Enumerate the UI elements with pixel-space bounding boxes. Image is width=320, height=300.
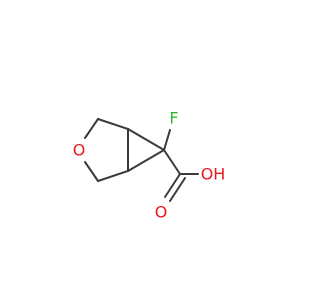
bond-c1-c2 [97,118,129,130]
bond-o3-c4 [84,161,99,182]
atom-label-oh: OH [201,165,226,184]
atom-label-o-carbonyl: O [155,203,168,222]
atom-label-o-ring: O [73,141,86,160]
bond-cacid-ocarbonyl-1 [164,173,181,198]
bond-c1-c6 [127,128,165,151]
bond-c6-cacid [163,149,181,175]
atom-labels: O F O OH [73,109,226,222]
bond-c5-c6 [127,149,165,172]
molecule-structure: O F O OH [73,109,226,222]
bond-cacid-ocarbonyl-2 [169,177,186,202]
bond-c4-c5 [97,170,129,182]
bonds [84,118,199,202]
bond-c6-f [163,129,171,151]
bond-c2-o3 [84,118,99,139]
atom-label-f: F [169,109,178,128]
